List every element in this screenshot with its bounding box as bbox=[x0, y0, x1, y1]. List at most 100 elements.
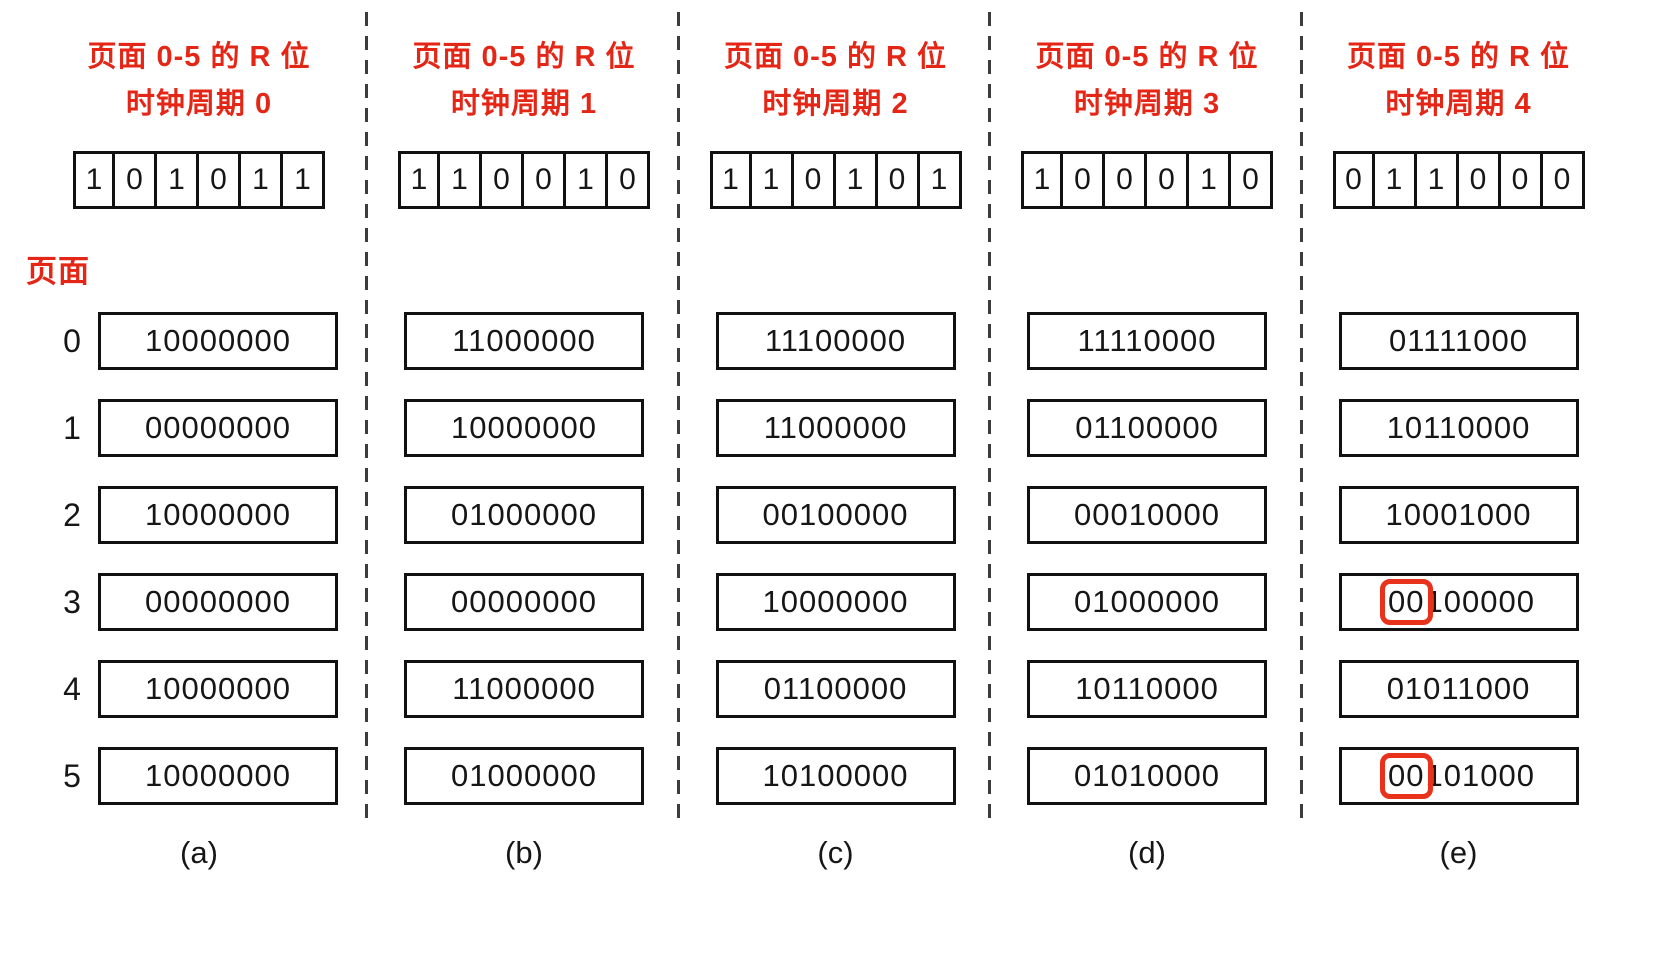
counter-box: 01011000 bbox=[1338, 660, 1579, 718]
column-e-rbit-row: 0 1 1 0 0 0 bbox=[1332, 151, 1585, 209]
counter-row: 2 10000000 bbox=[60, 486, 338, 544]
r-bit-cell: 1 bbox=[398, 151, 440, 209]
counter-value: 00000000 bbox=[145, 584, 291, 619]
counter-row: 00100000 bbox=[715, 486, 956, 544]
counter-row: 1 00000000 bbox=[60, 399, 338, 457]
r-bit-cell: 1 bbox=[1189, 151, 1231, 209]
column-b: 页面 0-5 的 R 位 时钟周期 1 1 1 0 0 1 0 11000000… bbox=[368, 0, 680, 960]
counter-row: 00000000 bbox=[404, 573, 644, 631]
counter-box: 10110000 bbox=[1338, 399, 1579, 457]
column-d-title-line1: 页面 0-5 的 R 位 bbox=[1035, 41, 1259, 73]
page-number: 5 bbox=[63, 757, 81, 794]
counter-value: 01010000 bbox=[1074, 758, 1220, 793]
r-bit-cell: 0 bbox=[1500, 151, 1543, 209]
counter-box: 00000000 bbox=[404, 573, 644, 631]
r-bit-cell: 1 bbox=[283, 151, 325, 209]
counter-value: 00100000 bbox=[762, 497, 909, 532]
column-c-title-line1: 页面 0-5 的 R 位 bbox=[723, 41, 948, 73]
r-bit-cell: 1 bbox=[1416, 151, 1459, 209]
counter-box: 11100000 bbox=[715, 312, 956, 370]
r-bit-cell: 0 bbox=[1542, 151, 1585, 209]
counter-row: 01100000 bbox=[1027, 399, 1267, 457]
column-divider bbox=[677, 12, 680, 818]
counter-value: 100000 bbox=[1425, 584, 1535, 619]
r-bit-cell: 1 bbox=[1374, 151, 1417, 209]
counter-value: 00000000 bbox=[451, 584, 597, 619]
r-bit-cell: 0 bbox=[1105, 151, 1147, 209]
counter-row: 01000000 bbox=[404, 486, 644, 544]
counter-row: 5 10000000 bbox=[60, 747, 338, 805]
counter-box: 10000000 bbox=[404, 399, 644, 457]
column-c-title-line2: 时钟周期 2 bbox=[762, 88, 909, 120]
r-bit-cell: 0 bbox=[1147, 151, 1189, 209]
counter-value: 10000000 bbox=[145, 497, 291, 532]
column-divider bbox=[365, 12, 368, 818]
r-bit-cell: 0 bbox=[877, 151, 920, 209]
counter-value: 101000 bbox=[1425, 758, 1535, 793]
page-number: 1 bbox=[63, 409, 81, 446]
counter-box: 00010000 bbox=[1027, 486, 1267, 544]
counter-box: 10000000 bbox=[98, 312, 338, 370]
column-e-title-line1: 页面 0-5 的 R 位 bbox=[1346, 41, 1571, 73]
column-d: 页面 0-5 的 R 位 时钟周期 3 1 0 0 0 1 0 11110000… bbox=[991, 0, 1303, 960]
counter-box: 10000000 bbox=[98, 747, 338, 805]
column-e-caption: (e) bbox=[1439, 835, 1478, 870]
r-bit-cell: 0 bbox=[115, 151, 157, 209]
r-bit-cell: 1 bbox=[709, 151, 752, 209]
counter-row: 00010000 bbox=[1027, 486, 1267, 544]
counter-value: 11110000 bbox=[1077, 323, 1217, 358]
counter-value: 10100000 bbox=[762, 758, 909, 793]
counter-value: 10000000 bbox=[762, 584, 909, 619]
counter-row: 01100000 bbox=[715, 660, 956, 718]
counter-box: 01000000 bbox=[1027, 573, 1267, 631]
column-c-caption: (c) bbox=[817, 835, 854, 870]
counter-row: 11100000 bbox=[715, 312, 956, 370]
column-b-title: 页面 0-5 的 R 位 时钟周期 1 bbox=[412, 34, 635, 128]
counter-value: 01111000 bbox=[1388, 323, 1529, 358]
r-bit-cell: 1 bbox=[566, 151, 608, 209]
counter-value: 10000000 bbox=[145, 671, 291, 706]
r-bit-cell: 0 bbox=[1231, 151, 1273, 209]
counter-value: 10001000 bbox=[1385, 497, 1532, 532]
counter-row: 10001000 bbox=[1338, 486, 1579, 544]
r-bit-cell: 0 bbox=[1332, 151, 1375, 209]
column-a-rbit-row: 1 0 1 0 1 1 bbox=[73, 151, 325, 209]
counter-box: 01100000 bbox=[715, 660, 956, 718]
counter-row: 10000000 bbox=[404, 399, 644, 457]
page-number: 4 bbox=[63, 670, 81, 707]
counter-row: 01011000 bbox=[1338, 660, 1579, 718]
counter-box: 01111000 bbox=[1338, 312, 1579, 370]
counter-value: 10000000 bbox=[451, 410, 597, 445]
page-number: 3 bbox=[63, 583, 81, 620]
column-c-title: 页面 0-5 的 R 位 时钟周期 2 bbox=[724, 34, 947, 128]
column-d-title-line2: 时钟周期 3 bbox=[1073, 88, 1221, 120]
counter-value: 11000000 bbox=[452, 323, 596, 358]
r-bit-cell: 0 bbox=[524, 151, 566, 209]
counter-box: 00000000 bbox=[98, 573, 338, 631]
r-bit-cell: 1 bbox=[751, 151, 794, 209]
column-a-title-line2: 时钟周期 0 bbox=[125, 88, 273, 120]
column-b-title-line2: 时钟周期 1 bbox=[450, 88, 598, 120]
counter-value: 01100000 bbox=[1075, 410, 1219, 445]
column-a: 页面 0-5 的 R 位 时钟周期 0 1 0 1 0 1 1 0 100000… bbox=[0, 0, 368, 960]
counter-row: 3 00000000 bbox=[60, 573, 338, 631]
counter-value: 01100000 bbox=[763, 671, 908, 706]
counter-box: 11000000 bbox=[404, 312, 644, 370]
column-d-rbit-row: 1 0 0 0 1 0 bbox=[1021, 151, 1273, 209]
r-bit-cell: 1 bbox=[919, 151, 962, 209]
counter-value: 10110000 bbox=[1075, 671, 1219, 706]
counter-box: 10001000 bbox=[1338, 486, 1579, 544]
counter-box: 10000000 bbox=[98, 486, 338, 544]
r-bit-cell: 1 bbox=[835, 151, 878, 209]
counter-row: 10100000 bbox=[715, 747, 956, 805]
column-a-title-line1: 页面 0-5 的 R 位 bbox=[87, 41, 311, 73]
counter-row: 01111000 bbox=[1338, 312, 1579, 370]
column-divider bbox=[1300, 12, 1303, 818]
counter-value: 01000000 bbox=[1074, 584, 1220, 619]
column-d-counter-rows: 11110000 01100000 00010000 01000000 1011… bbox=[1027, 312, 1267, 805]
counter-box: 00100000 bbox=[715, 486, 956, 544]
